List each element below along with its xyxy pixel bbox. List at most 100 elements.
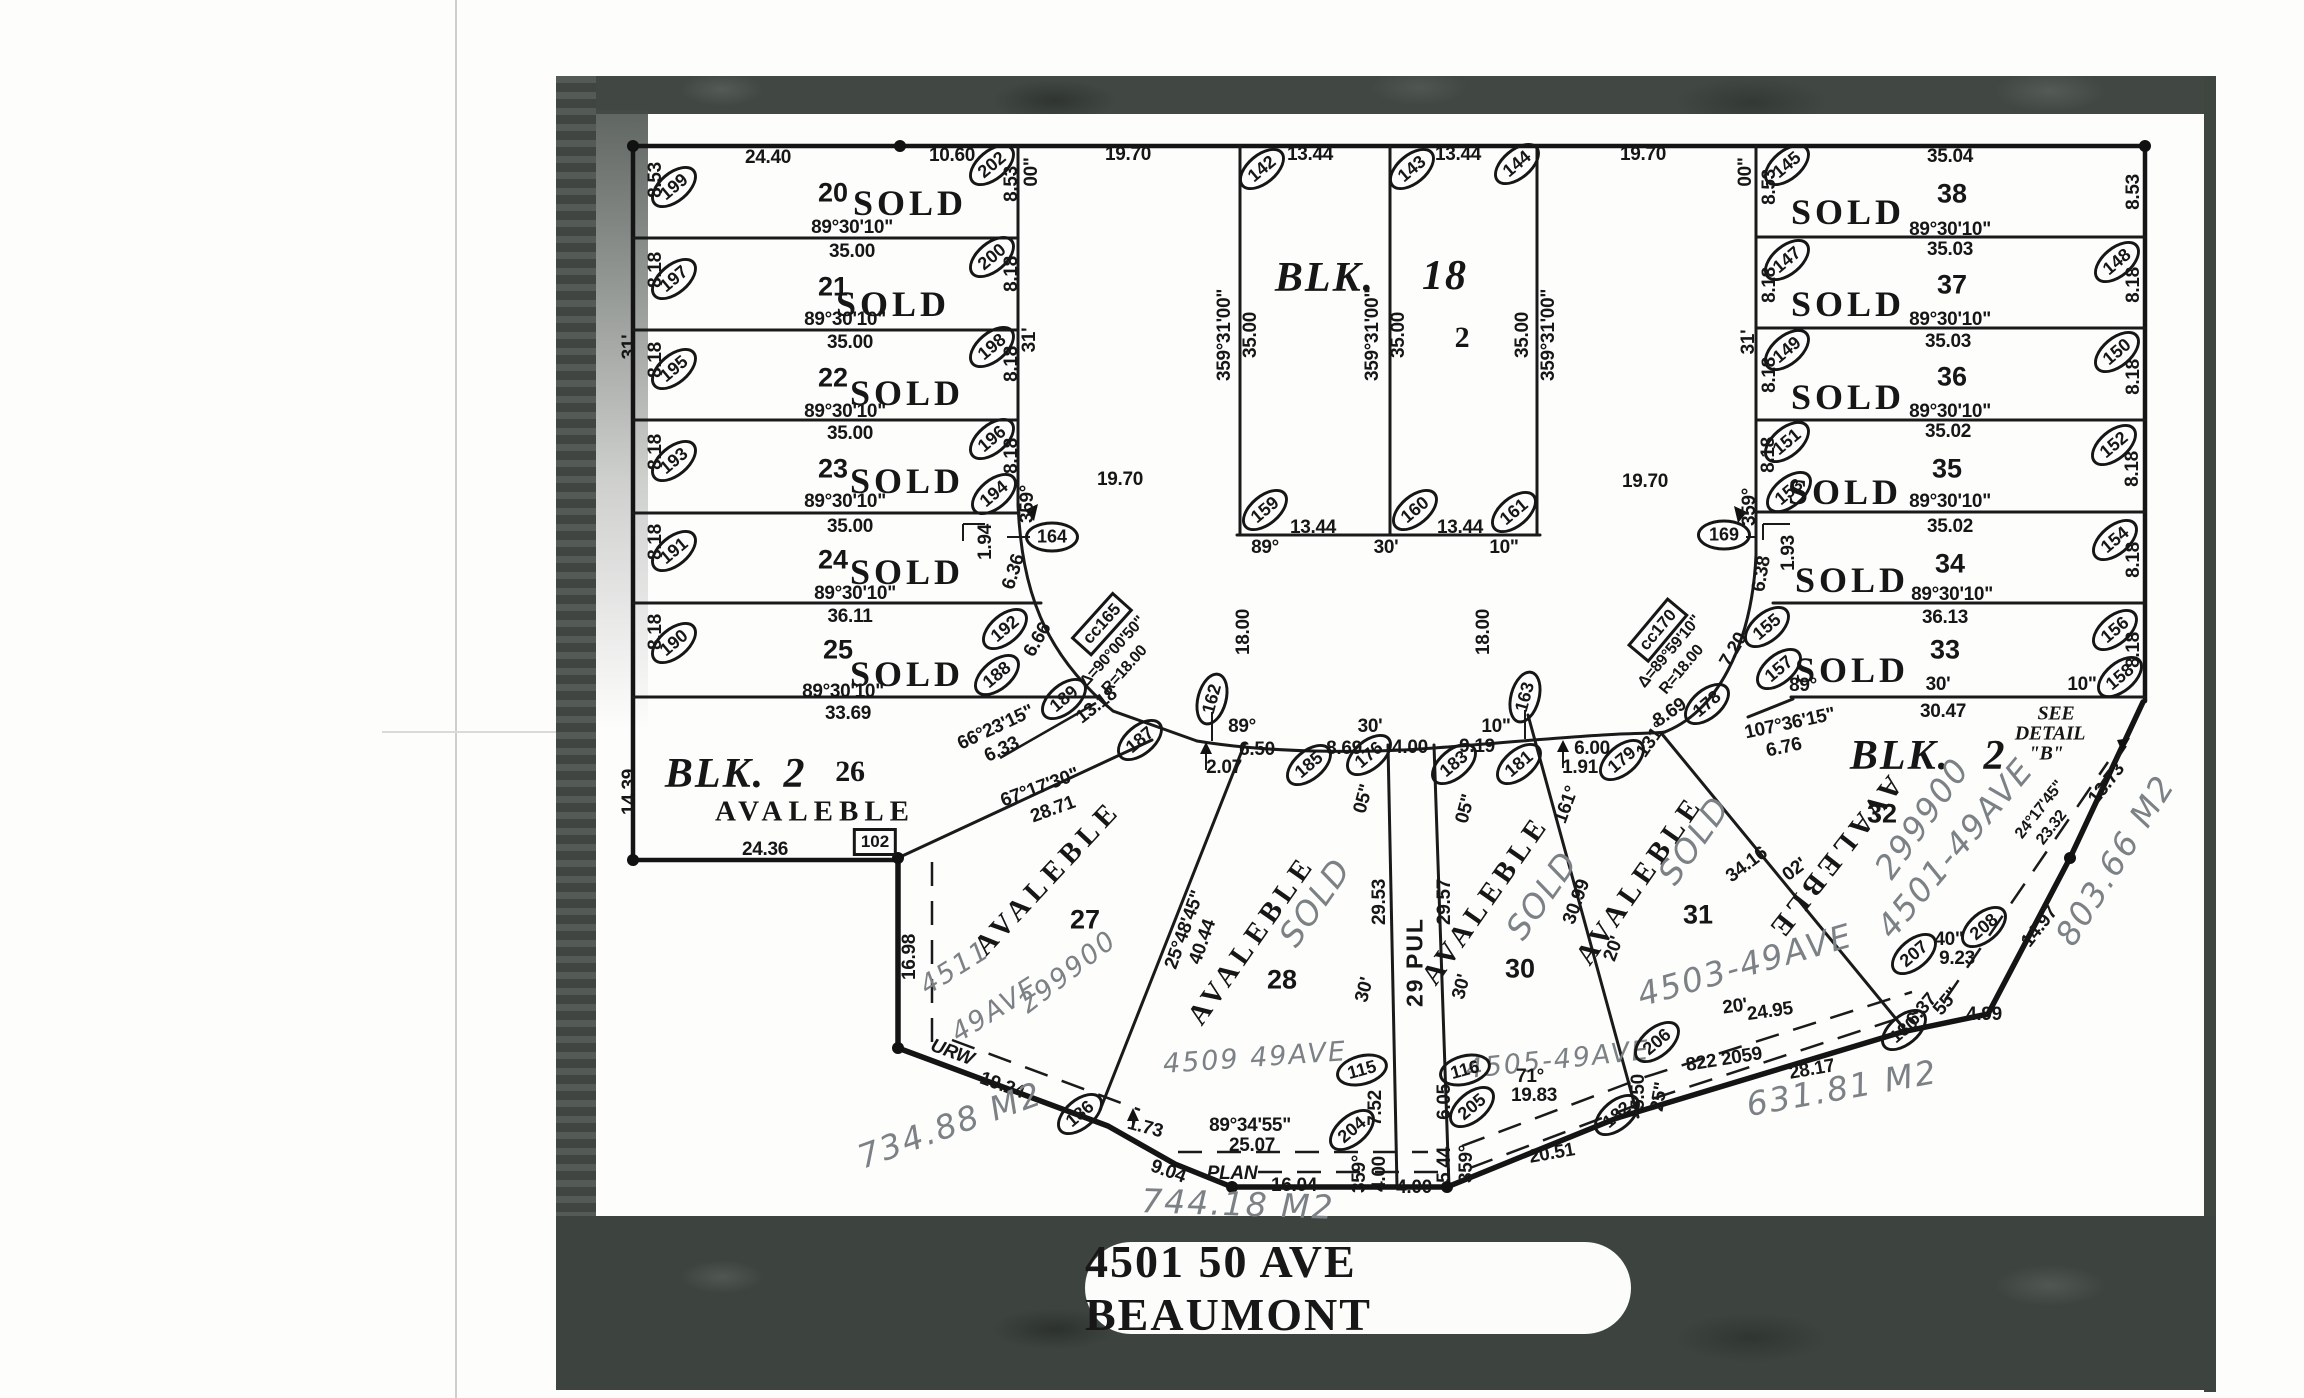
map-label: 13.44 <box>1289 517 1337 538</box>
map-label: 10.60 <box>928 145 976 166</box>
map-label: 89°30'10" <box>804 491 886 512</box>
page-title: 4501 50 AVE BEAUMONT <box>1085 1236 1372 1340</box>
map-label: 33 <box>1929 634 1961 665</box>
map-label: 24.40 <box>744 147 792 168</box>
map-label: 359°31'00" <box>1214 288 1235 382</box>
map-label: SOLD <box>849 373 965 413</box>
map-label: 19.70 <box>1104 144 1152 165</box>
map-label: 30' <box>1357 716 1383 737</box>
map-label: 19.70 <box>1096 469 1144 490</box>
map-label: 31' <box>1738 329 1759 355</box>
map-label: SOLD <box>849 654 965 694</box>
scan-border-top <box>556 76 2216 114</box>
map-label: 89°30'10" <box>1909 401 1991 422</box>
map-label: 23 <box>817 453 849 484</box>
map-label: 4.00 <box>1392 737 1428 758</box>
scan-border-left <box>556 76 596 1390</box>
map-label: 00" <box>1021 157 1042 187</box>
map-label: 38 <box>1936 178 1968 209</box>
map-label: SOLD <box>849 461 965 501</box>
map-label: SOLD <box>1790 192 1906 232</box>
map-label: 35.02 <box>1924 421 1972 442</box>
map-label: SEE <box>2037 702 2075 725</box>
map-label: 35.02 <box>1926 516 1974 537</box>
map-label: PLAN <box>1206 1163 1258 1184</box>
map-label: 35.00 <box>1240 311 1261 359</box>
map-label: 89°30'10" <box>814 583 896 604</box>
map-label: 89°30'10" <box>804 309 886 330</box>
map-label: 89° <box>1251 537 1279 558</box>
map-label: 30 <box>1504 953 1536 984</box>
map-label: 4.00 <box>1369 1156 1390 1192</box>
map-label: 27 <box>1069 904 1101 935</box>
map-label: 5.44 <box>1434 1147 1455 1183</box>
map-label: 89°34'55" <box>1209 1115 1291 1136</box>
map-label: 89° <box>1789 675 1817 696</box>
map-label: 71° <box>1516 1066 1544 1087</box>
map-label: 30.47 <box>1919 701 1967 722</box>
map-label: 89°30'10" <box>802 681 884 702</box>
map-label: 35.04 <box>1926 146 1974 167</box>
map-label: 8.53 <box>2123 174 2144 210</box>
map-label: "B" <box>2028 742 2064 765</box>
map-label: 89°30'10" <box>1909 491 1991 512</box>
map-label: 4.00 <box>1396 1177 1432 1198</box>
map-label: 24 <box>817 544 849 575</box>
map-label: 28 <box>1266 964 1298 995</box>
map-label: 35.00 <box>826 423 874 444</box>
map-label: BLK. <box>1849 733 1951 779</box>
map-label: BLK. <box>1274 255 1376 301</box>
map-label: 20 <box>817 177 849 208</box>
map-label: 10" <box>1489 537 1519 558</box>
map-label: 19.83 <box>1510 1085 1558 1106</box>
map-label: 36.11 <box>827 606 873 627</box>
map-label: 1.91 <box>1562 757 1598 778</box>
map-label: SOLD <box>1794 560 1910 600</box>
map-label: SOLD <box>1790 284 1906 324</box>
map-label: 35.00 <box>1512 311 1533 359</box>
map-label: 8.18 <box>2122 451 2143 487</box>
map-label: 19.70 <box>1619 144 1667 165</box>
map-label: 14.39 <box>619 768 640 816</box>
map-label: 10" <box>2067 674 2097 695</box>
map-label: 16.04 <box>1270 1175 1318 1196</box>
map-label: 359° <box>1349 1154 1370 1194</box>
map-label: 35 <box>1931 453 1963 484</box>
map-label: 29.53 <box>1369 878 1390 926</box>
map-label: 25.07 <box>1228 1135 1276 1156</box>
map-label: 31 <box>1682 899 1714 930</box>
map-label: 10" <box>1481 716 1511 737</box>
map-label: 8.69 <box>1326 738 1362 759</box>
map-label: SOLD <box>852 183 968 223</box>
map-label: 89°30'10" <box>804 401 886 422</box>
scan-border-right <box>2204 76 2216 1392</box>
map-label: AVALEBLE <box>714 795 916 828</box>
map-label: 13.44 <box>1434 144 1482 165</box>
map-label: SOLD <box>835 284 951 324</box>
map-label: 18.00 <box>1233 608 1254 656</box>
map-label: 6.50 <box>1239 739 1275 760</box>
map-label: 40" <box>1934 929 1964 950</box>
map-label: 31' <box>1019 327 1040 353</box>
map-label: 359°31'00" <box>1362 288 1383 382</box>
map-label: 6.00 <box>1574 738 1610 759</box>
map-label: 35.00 <box>826 332 874 353</box>
map-label: 20' <box>1721 994 1749 1019</box>
map-label: 30' <box>1925 674 1951 695</box>
map-label: 26 <box>835 755 865 788</box>
map-label: 24.36 <box>741 839 789 860</box>
map-label: 34 <box>1934 548 1966 579</box>
map-label: 31' <box>619 334 640 360</box>
map-label: 359°31'00" <box>1538 288 1559 382</box>
map-label: 36 <box>1936 361 1968 392</box>
map-label: 2 <box>1983 733 2007 779</box>
map-label: SOLD <box>1794 650 1910 690</box>
map-label: 35.00 <box>828 241 876 262</box>
map-label: 18.00 <box>1473 608 1494 656</box>
map-label: 2.07 <box>1206 757 1242 778</box>
survey-marker-164: 164 <box>1024 521 1080 553</box>
map-label: 00" <box>1735 157 1756 187</box>
scan-fold-line <box>455 0 457 1398</box>
map-label: 18 <box>1422 253 1468 299</box>
